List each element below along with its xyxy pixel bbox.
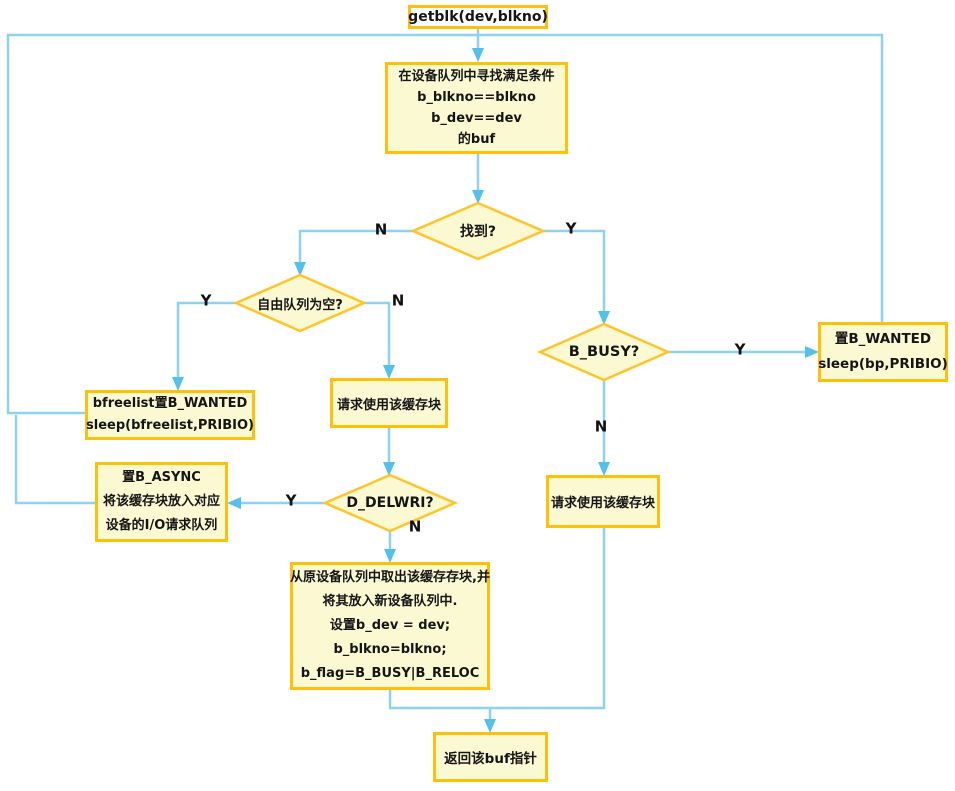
node-relocate-line5: b_flag=B_BUSY|B_RELOC [300, 666, 480, 681]
edge-label-found-n: N [374, 220, 388, 239]
node-async-line3: 设备的I/O请求队列 [105, 518, 218, 533]
edge-found-n [294, 229, 413, 276]
edge-free-y [172, 301, 236, 391]
node-search-line3: b_dev==dev [431, 111, 522, 126]
node-start: getblk(dev,blkno) [408, 5, 548, 29]
node-relocate-line3: 设置b_dev = dev; [329, 618, 451, 633]
node-relocate: 从原设备队列中取出该缓存存块,并 将其放入新设备队列中. 设置b_dev = d… [290, 562, 490, 690]
edge-label-delwri-n: N [408, 517, 422, 536]
node-relocate-line1: 从原设备队列中取出该缓存存块,并 [290, 570, 490, 585]
node-async-line1: 置B_ASYNC [122, 470, 201, 485]
node-wanted-line1: 置B_WANTED [834, 331, 932, 347]
node-use-buffer-left-label: 请求使用该缓存块 [336, 397, 441, 413]
edge-bottom-merge [388, 528, 606, 710]
node-use-buffer-right: 请求使用该缓存块 [546, 475, 660, 528]
node-bfreelist-line2: sleep(bfreelist,PRIBIO) [86, 418, 254, 433]
node-search-line1: 在设备队列中寻找满足条件 [398, 69, 555, 84]
edge-label-busy-y: Y [734, 340, 746, 359]
edge-bfreelist-retry-loop [6, 33, 884, 415]
edge-label-found-y: Y [565, 219, 577, 238]
node-search-line2: b_blkno==blkno [417, 90, 536, 105]
edge-label-free-n: N [391, 291, 405, 310]
node-relocate-line2: 将其放入新设备队列中. [322, 594, 458, 609]
decision-found-shape [409, 201, 547, 261]
node-return-label: 返回该buf指针 [444, 751, 537, 767]
node-wanted-sleep: 置B_WANTED sleep(bp,PRIBIO) [818, 322, 948, 382]
decision-delwri-shape [321, 473, 459, 533]
node-use-buffer-right-label: 请求使用该缓存块 [550, 496, 655, 511]
edge-free-n [364, 301, 395, 379]
node-bfreelist-line1: bfreelist置B_WANTED [92, 396, 248, 411]
node-search-line4: 的buf [457, 132, 496, 147]
node-bfreelist-sleep: bfreelist置B_WANTED sleep(bfreelist,PRIBI… [85, 390, 255, 440]
node-wanted-line2: sleep(bp,PRIBIO) [818, 356, 948, 372]
edge-label-delwri-y: Y [285, 491, 297, 510]
node-async: 置B_ASYNC 将该缓存块放入对应 设备的I/O请求队列 [95, 462, 228, 542]
edge-label-free-y: Y [200, 291, 212, 310]
node-use-buffer-left: 请求使用该缓存块 [330, 378, 448, 428]
edge-label-busy-n: N [594, 417, 608, 436]
edge-async-retry-loop [14, 415, 95, 505]
node-search: 在设备队列中寻找满足条件 b_blkno==blkno b_dev==dev 的… [385, 62, 568, 154]
decision-busy-shape [536, 322, 672, 382]
node-start-label: getblk(dev,blkno) [408, 9, 548, 25]
decision-free-empty-shape [232, 273, 368, 333]
node-async-line2: 将该缓存块放入对应 [102, 494, 220, 509]
node-return: 返回该buf指针 [433, 732, 548, 782]
node-relocate-line4: b_blkno=blkno; [333, 642, 447, 657]
edge-found-y [543, 229, 610, 325]
